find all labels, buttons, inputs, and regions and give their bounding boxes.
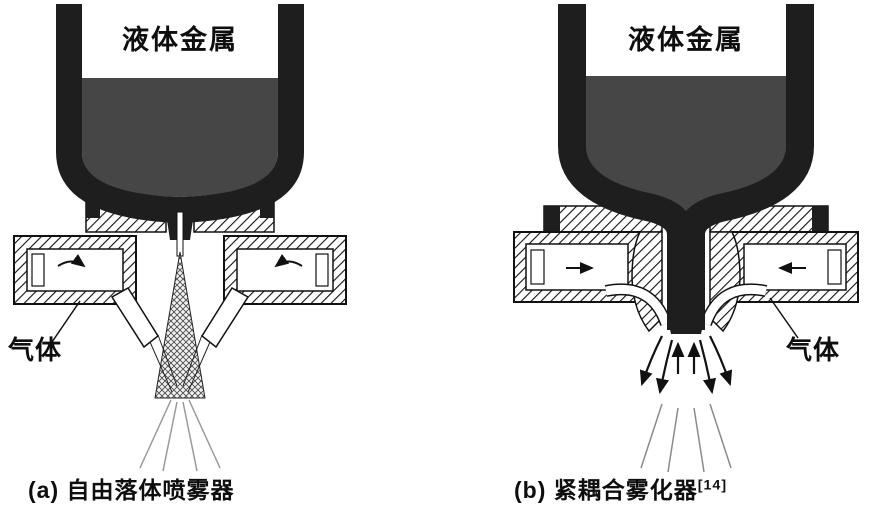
gas-label-a: 气体 [8,335,63,365]
gas-chamber-left-b [513,231,641,303]
delivery-tube-tip-b [667,316,705,334]
liquid-metal-a [82,78,278,197]
gas-chamber-right-a [201,235,347,349]
gas-flow-arrows-b [639,335,733,473]
panel-b-close-coupled-atomizer [513,4,859,473]
caption-a-text: (a) 自由落体喷雾器 [28,477,235,503]
liquid-metal-label-a: 液体金属 [122,25,238,55]
caption-b-text: (b) 紧耦合雾化器 [514,477,698,503]
gas-leader-line-b [769,297,799,339]
liquid-metal-label-b: 液体金属 [628,25,744,55]
panel-a-free-fall-atomizer [13,4,347,472]
crucible-a [56,4,304,257]
spray-cone-a [139,251,221,472]
gas-label-b: 气体 [786,335,841,365]
gas-chamber-left-a [13,235,159,349]
gas-die-b [604,231,768,333]
spray-trails-a [139,399,221,472]
crucible-wall-right-b [677,4,814,330]
gas-leader-line-a [51,300,81,343]
melt-stream-a [176,211,184,257]
liquid-metal-b [586,76,786,322]
caption-b-citation: [14] [697,477,728,494]
caption-a: (a) 自由落体喷雾器 [28,477,235,503]
swirl-arrow-icon [57,254,86,268]
crucible-b [558,4,814,334]
caption-b: (b) 紧耦合雾化器[14] [514,477,728,503]
swirl-arrow-icon [274,254,303,268]
spray-trails-b [640,403,732,473]
